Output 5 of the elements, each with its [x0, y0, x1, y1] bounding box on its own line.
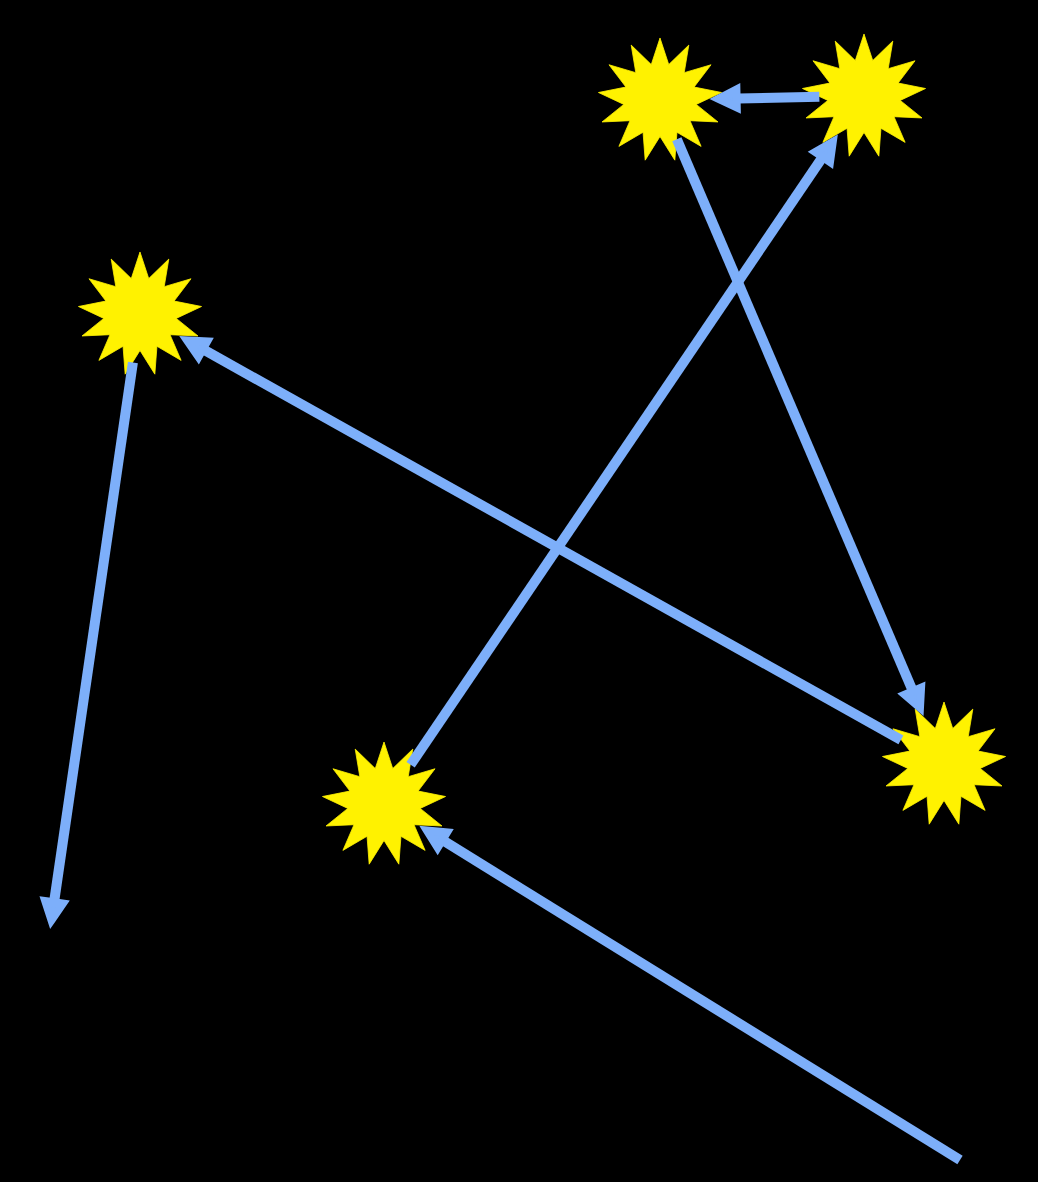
- starburst: [322, 741, 446, 865]
- starburst: [802, 33, 926, 157]
- starburst: [598, 37, 722, 161]
- starburst: [78, 251, 202, 375]
- starburst: [882, 701, 1006, 825]
